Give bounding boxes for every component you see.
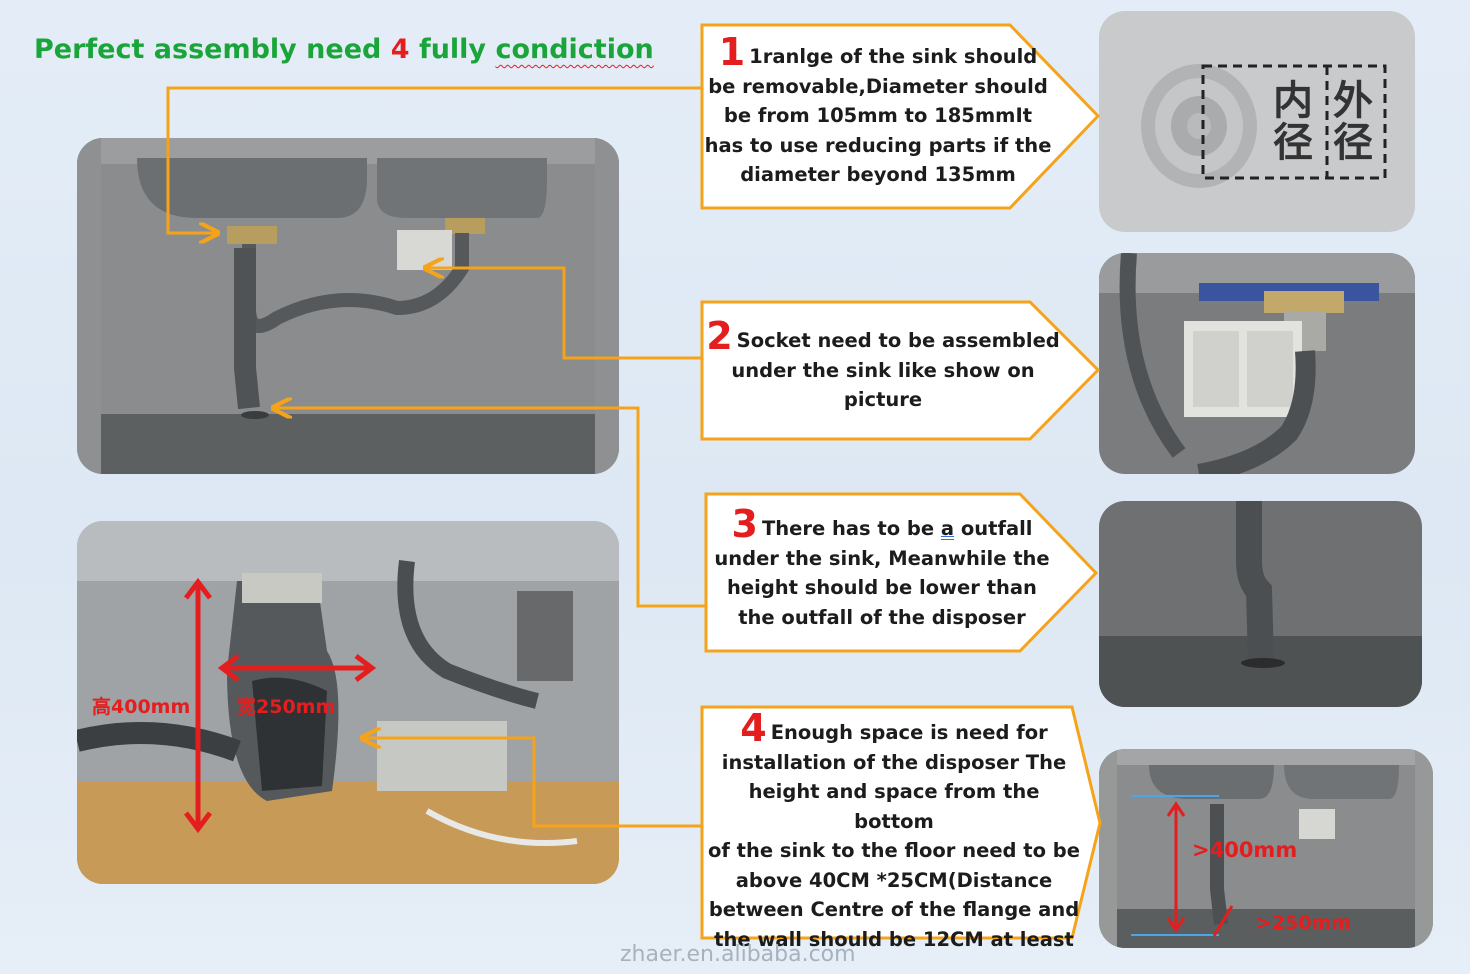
step-3-line-1b: a <box>940 517 955 540</box>
step-4-line-4: of the sink to the floor need to be <box>708 839 1080 862</box>
title-last-word: condiction <box>495 34 654 65</box>
inner-char-1: 内 <box>1273 78 1313 124</box>
space-width-label: >250mm <box>1256 912 1352 934</box>
step-3-line-1a: There has to be <box>761 517 941 540</box>
space-height-label: >400mm <box>1192 838 1298 862</box>
step-4-line-5: above 40CM *25CM(Distance <box>735 868 1053 892</box>
step-2-line-1: Socket need to be assembled <box>736 329 1060 352</box>
outer-diameter-label: 外 径 <box>1333 80 1373 164</box>
step-3-line-1c: outfall <box>954 517 1033 540</box>
step-1-line-3: be from 105mm to 185mmIt <box>723 104 1033 127</box>
step-2-number: 2 <box>706 314 733 358</box>
disposer-height-label: 高400mm <box>92 696 191 718</box>
outfall-photo <box>1099 501 1422 707</box>
step-4-number: 4 <box>740 706 767 750</box>
step-3-line-2: under the sink, Meanwhile the <box>714 546 1050 570</box>
flange-photo <box>1099 11 1415 232</box>
step-1-line-1: 1ranlge of the sink should <box>749 45 1038 68</box>
inner-diameter-label: 内 径 <box>1273 80 1313 164</box>
step-4-line-1: Enough space is need for <box>770 721 1048 744</box>
outer-char-2: 径 <box>1333 120 1373 166</box>
socket-photo <box>1099 253 1415 474</box>
outer-char-1: 外 <box>1333 78 1373 124</box>
step-4-line-7: the wall should be 12CM at least <box>714 927 1074 951</box>
step-3-line-3: height should be lower than <box>727 576 1037 599</box>
step-1-line-4: has to use reducing parts if the <box>704 133 1052 157</box>
title-middle: fully <box>409 34 496 65</box>
step-2-line-3: picture <box>843 388 923 411</box>
watermark: zhaer.en.alibaba.com <box>620 942 856 967</box>
step-3-line-4: the outfall of the disposer <box>738 605 1026 629</box>
step-3-number: 3 <box>731 502 758 546</box>
cabinet-photo-top <box>77 138 619 474</box>
page-title: Perfect assembly need 4 fully condiction <box>34 34 654 65</box>
step-4-line-6: between Centre of the flange and <box>708 898 1080 921</box>
space-photo <box>1099 749 1433 948</box>
inner-char-2: 径 <box>1273 120 1313 166</box>
disposer-width-label: 宽250mm <box>237 696 336 718</box>
title-number: 4 <box>390 34 410 65</box>
step-4-line-3: height and space from the bottom <box>748 780 1040 833</box>
step-4-line-2: installation of the disposer The <box>721 750 1067 774</box>
step-1-line-5: diameter beyond 135mm <box>740 163 1016 186</box>
step-2-line-2: under the sink like show on <box>731 358 1035 382</box>
step-1-line-2: be removable,Diameter should <box>708 74 1048 98</box>
title-prefix: Perfect assembly need <box>34 34 391 65</box>
step-1-number: 1 <box>718 30 746 74</box>
